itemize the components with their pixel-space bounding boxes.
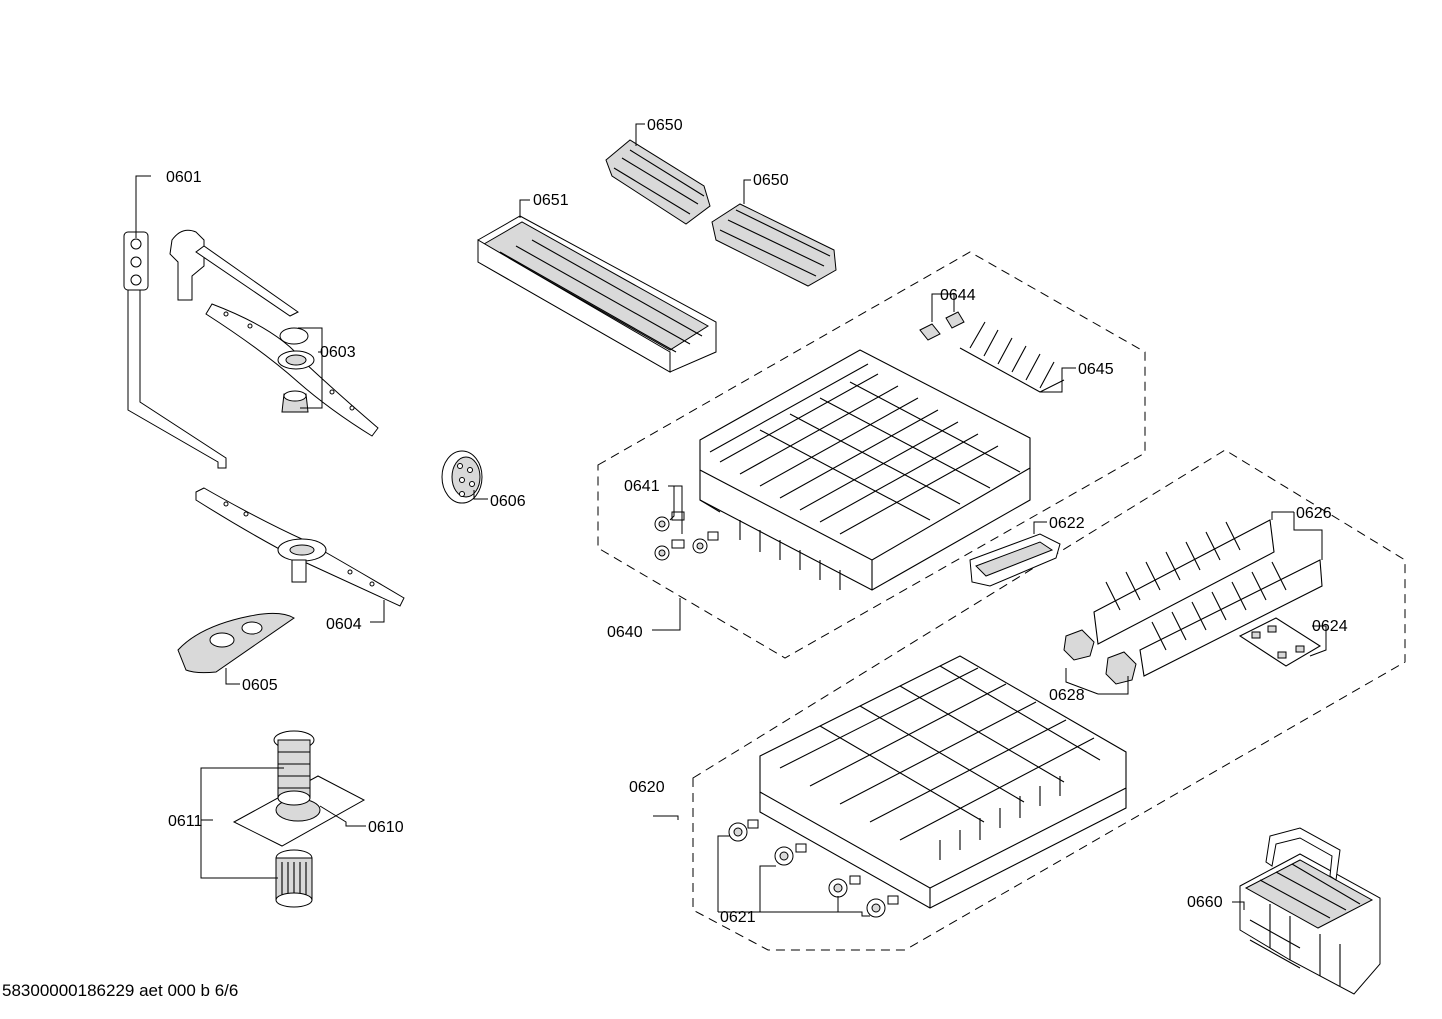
label-0610: 0610 xyxy=(368,819,404,836)
label-0611: 0611 xyxy=(168,813,203,830)
label-0601: 0601 xyxy=(166,169,202,186)
leader-lines xyxy=(135,123,1327,917)
label-0606: 0606 xyxy=(490,493,526,510)
upper-rack-assembly-outline xyxy=(597,251,1146,659)
cutlery-basket-lower-part xyxy=(1239,827,1381,995)
label-0626: 0626 xyxy=(1296,505,1332,522)
label-0620: 0620 xyxy=(629,779,665,796)
micro-filter-part xyxy=(177,612,295,674)
label-0621: 0621 xyxy=(720,909,756,926)
label-0604: 0604 xyxy=(326,616,362,633)
label-0628: 0628 xyxy=(1049,687,1085,704)
rack-adjuster-part xyxy=(1063,629,1137,685)
clips-set-part xyxy=(1238,617,1322,667)
tine-row-part xyxy=(1093,519,1323,677)
lower-rack-assembly-outline xyxy=(692,449,1406,951)
roller-part-0641 xyxy=(654,511,719,561)
label-0660: 0660 xyxy=(1187,894,1223,911)
label-0645: 0645 xyxy=(1078,361,1114,378)
label-0650-bottom: 0650 xyxy=(753,172,789,189)
fold-down-tines-part xyxy=(959,321,1065,393)
supply-pipe-part xyxy=(123,229,299,469)
handle-part xyxy=(969,533,1061,587)
label-0603: 0603 xyxy=(320,344,356,361)
wheel-part-0621 xyxy=(728,819,899,918)
filter-assembly-part xyxy=(232,730,366,908)
lower-spray-arm-part xyxy=(195,487,405,607)
label-0622: 0622 xyxy=(1049,515,1085,532)
cutlery-basket-upper-part xyxy=(477,215,717,373)
upper-spray-arm-part xyxy=(205,303,379,437)
label-0650-top: 0650 xyxy=(647,117,683,134)
document-footer: 58300000186229 aet 000 b 6/6 xyxy=(2,981,239,1000)
lower-basket-part xyxy=(759,655,1127,909)
cap-part xyxy=(441,450,483,504)
cutlery-tray-part xyxy=(605,139,837,287)
label-0641: 0641 xyxy=(624,478,660,495)
part-labels: 0601 0603 0604 0605 0606 0610 0611 0620 … xyxy=(166,117,1348,926)
label-0651: 0651 xyxy=(533,192,569,209)
label-0644: 0644 xyxy=(940,287,976,304)
label-0640: 0640 xyxy=(607,624,643,641)
label-0624: 0624 xyxy=(1312,618,1348,635)
clip-part-0644 xyxy=(919,311,965,341)
upper-basket-part xyxy=(699,349,1031,591)
label-0605: 0605 xyxy=(242,677,278,694)
